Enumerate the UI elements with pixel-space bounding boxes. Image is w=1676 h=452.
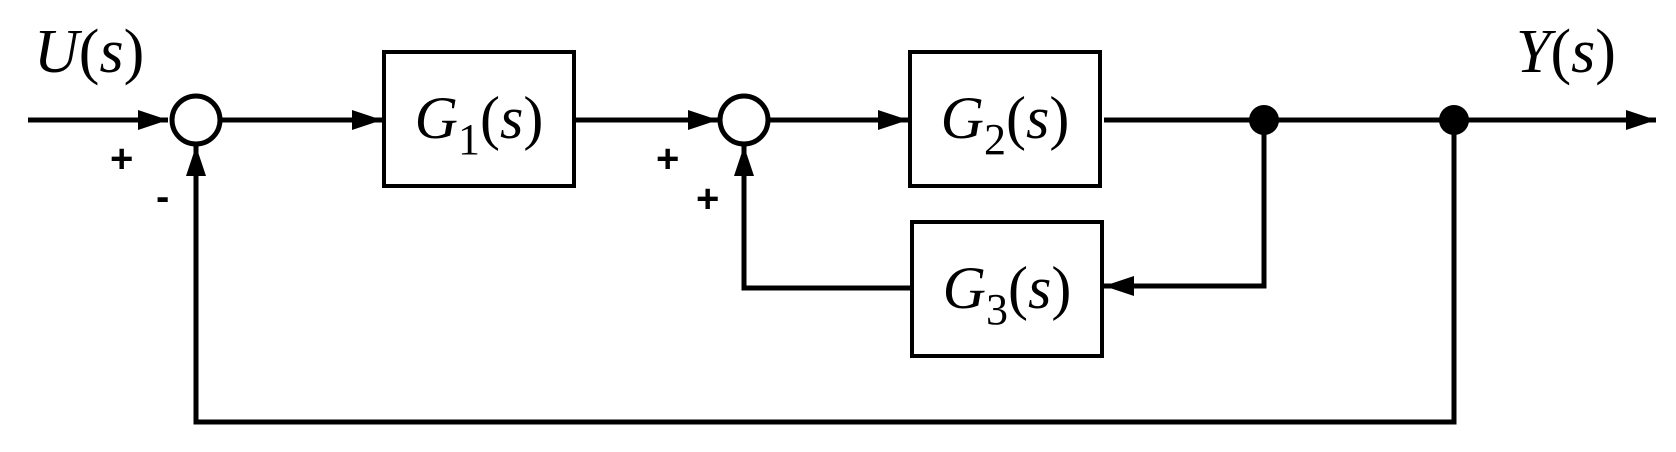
sum2-input-sign: + [656,137,679,181]
block-g1-label: G1(s) [415,85,544,164]
block-g1: G1(s) [382,50,576,188]
block-g2-label: G2(s) [941,85,1070,164]
block-g3-label: G3(s) [943,255,1072,334]
sum1-feedback-sign: - [156,175,169,219]
summing-junction-2 [717,93,771,147]
block-g2: G2(s) [908,50,1102,188]
inner-feedback-path-to-g3 [1104,120,1267,296]
sum2-feedback-sign: + [696,177,719,221]
input-signal-label: U(s) [34,18,144,86]
sum1-input-sign: + [110,137,133,181]
block-g3: G3(s) [910,220,1104,358]
summing-junction-1 [169,93,223,147]
outer-feedback-path [186,120,1457,425]
output-signal-label: Y(s) [1516,18,1616,86]
inner-feedback-path-to-sum2 [734,146,912,291]
